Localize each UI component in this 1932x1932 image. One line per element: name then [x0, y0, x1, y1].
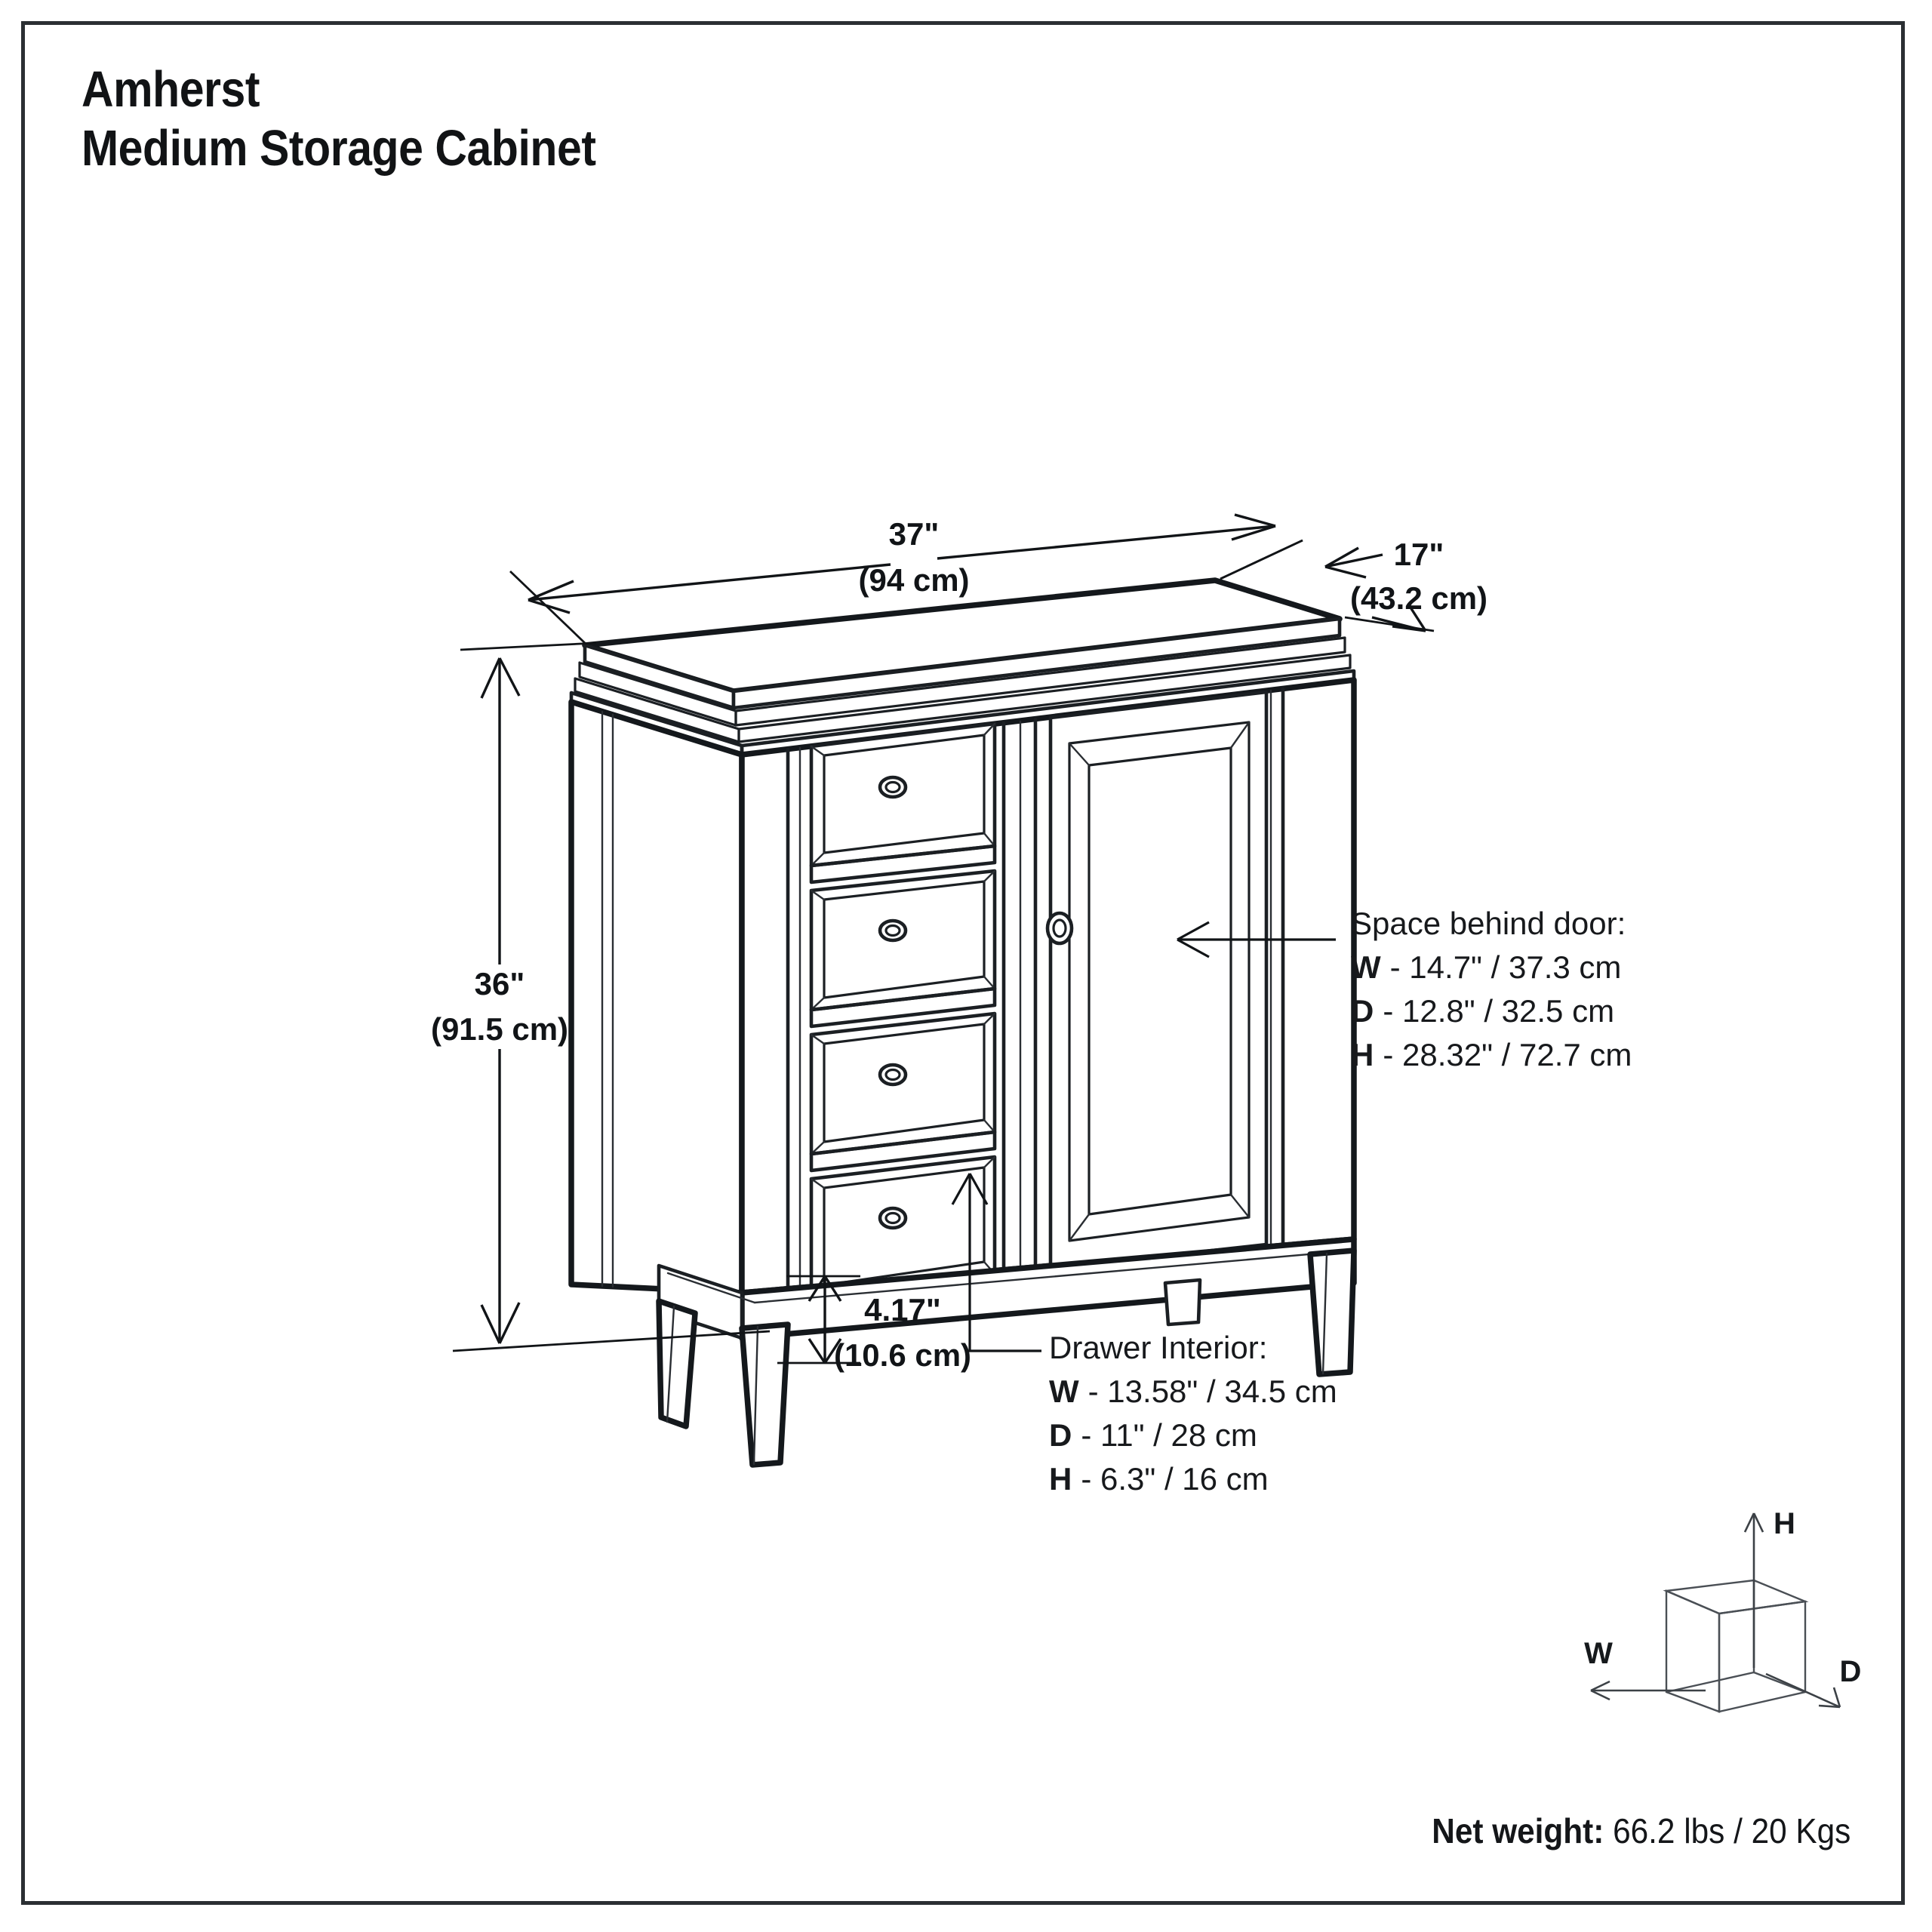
drawer-3[interactable]: [809, 1011, 997, 1173]
cabinet-illustration: [568, 577, 1357, 1468]
drawer-knob-2[interactable]: [878, 918, 908, 943]
door-callout-row-2: H- 28.32" / 72.7 cm: [1351, 1037, 1632, 1072]
callout-drawer-interior: Drawer Interior: W- 13.58" / 34.5 cm D- …: [951, 1173, 1337, 1497]
drawer-2[interactable]: [809, 869, 997, 1029]
dimension-height: 36" (91.5 cm): [431, 641, 771, 1352]
leg-back-left: [656, 1298, 698, 1429]
cabinet-door[interactable]: [1045, 690, 1269, 1271]
cabinet-top-molding: [569, 577, 1356, 757]
height-imperial-label: 36": [475, 966, 525, 1001]
drawer-knob-4[interactable]: [878, 1206, 908, 1230]
axis-legend-cube: H W D: [1584, 1507, 1862, 1713]
depth-metric-label: (43.2 cm): [1350, 580, 1487, 616]
leg-front-left: [739, 1321, 791, 1468]
title-block: Amherst Medium Storage Cabinet: [82, 60, 1138, 178]
drawer-knob-1[interactable]: [878, 775, 908, 799]
axis-label-w: W: [1584, 1637, 1613, 1670]
drawer-bank: [809, 721, 997, 1300]
callout-space-behind-door: Space behind door: W- 14.7" / 37.3 cm D-…: [1177, 906, 1632, 1072]
drawer-1[interactable]: [809, 721, 997, 884]
dimension-width: 37" (94 cm): [509, 513, 1303, 645]
door-callout-row-1: D- 12.8" / 32.5 cm: [1351, 993, 1614, 1029]
depth-imperial-label: 17": [1394, 537, 1444, 572]
drawer-callout-title: Drawer Interior:: [1049, 1330, 1267, 1365]
dimension-leg-clearance: 4.17" (10.6 cm): [777, 1275, 971, 1373]
net-weight-label: Net weight:: [1431, 1811, 1604, 1850]
cabinet-left-side-panel: [568, 699, 745, 1296]
dimension-depth: 17" (43.2 cm): [1220, 537, 1487, 632]
width-imperial-label: 37": [889, 516, 940, 552]
leg-clearance-metric-label: (10.6 cm): [834, 1337, 971, 1373]
width-metric-label: (94 cm): [858, 562, 969, 598]
drawer-callout-row-2: H- 6.3" / 16 cm: [1049, 1461, 1269, 1497]
door-callout-row-0: W- 14.7" / 37.3 cm: [1351, 949, 1621, 985]
axis-label-h: H: [1774, 1507, 1795, 1540]
height-metric-label: (91.5 cm): [431, 1011, 568, 1047]
product-name: Amherst: [82, 61, 260, 118]
leg-front-right: [1307, 1247, 1357, 1377]
axis-label-d: D: [1840, 1655, 1862, 1688]
door-knob[interactable]: [1045, 911, 1074, 946]
front-right-stile: [1269, 687, 1285, 1249]
leg-clearance-imperial-label: 4.17": [864, 1292, 941, 1327]
front-center-stile: [1001, 717, 1038, 1275]
drawer-callout-row-0: W- 13.58" / 34.5 cm: [1049, 1374, 1337, 1409]
leg-back-right: [1163, 1278, 1202, 1327]
drawer-callout-row-1: D- 11" / 28 cm: [1049, 1417, 1257, 1453]
drawer-knob-3[interactable]: [878, 1063, 908, 1087]
front-left-stile: [786, 746, 801, 1291]
product-subtitle: Medium Storage Cabinet: [82, 120, 596, 177]
net-weight-value: 66.2 lbs / 20 Kgs: [1612, 1811, 1850, 1850]
door-callout-title: Space behind door:: [1351, 906, 1626, 941]
net-weight-block: Net weight: 66.2 lbs / 20 Kgs: [1432, 1810, 1850, 1852]
